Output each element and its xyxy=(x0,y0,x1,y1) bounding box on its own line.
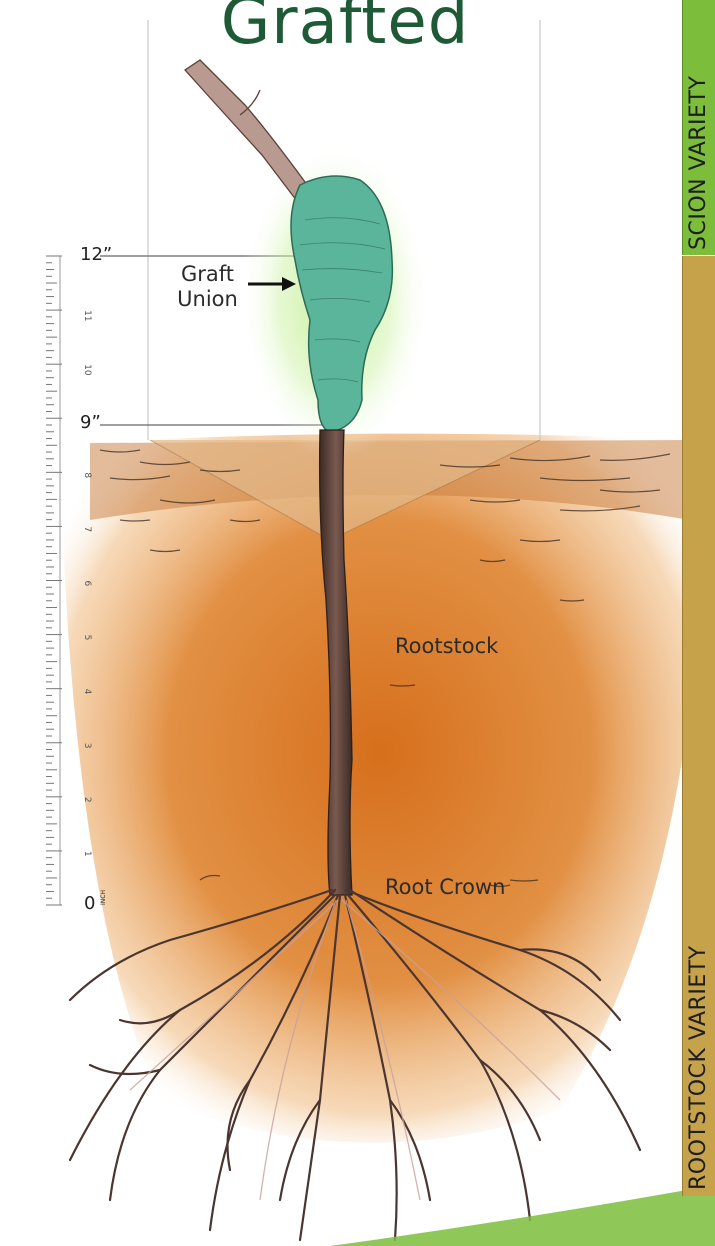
ruler-number: 3 xyxy=(82,743,92,749)
ruler-number: 11 xyxy=(82,310,92,321)
graft-union-line1: Graft xyxy=(170,262,245,287)
ruler-number: 1 xyxy=(82,851,92,857)
soil xyxy=(60,434,700,1143)
ruler-number: 4 xyxy=(82,689,92,695)
ruler-unit: INCH xyxy=(100,890,107,905)
bottom-swoosh xyxy=(330,1185,715,1246)
ruler-number: 8 xyxy=(82,472,92,478)
ruler-number: 6 xyxy=(82,581,92,587)
rootstock-variety-label: ROOTSTOCK VARIETY xyxy=(686,945,711,1190)
scion-stick xyxy=(185,60,318,205)
rootstock-label: Rootstock xyxy=(395,634,498,658)
ruler-mark-0: 0 xyxy=(84,893,95,914)
ruler-mark-12: 12” xyxy=(80,244,112,265)
ruler-number: 5 xyxy=(82,635,92,641)
ruler-number: 2 xyxy=(82,797,92,803)
ruler-number: 10 xyxy=(82,364,92,376)
graft-union-label: Graft Union xyxy=(170,262,245,312)
ruler-mark-9: 9” xyxy=(80,412,101,433)
graft-union-line2: Union xyxy=(170,287,245,312)
scion-variety-label: SCION VARIETY xyxy=(686,76,711,250)
ruler-number: 7 xyxy=(82,526,92,532)
root-crown-label: Root Crown xyxy=(385,875,505,899)
